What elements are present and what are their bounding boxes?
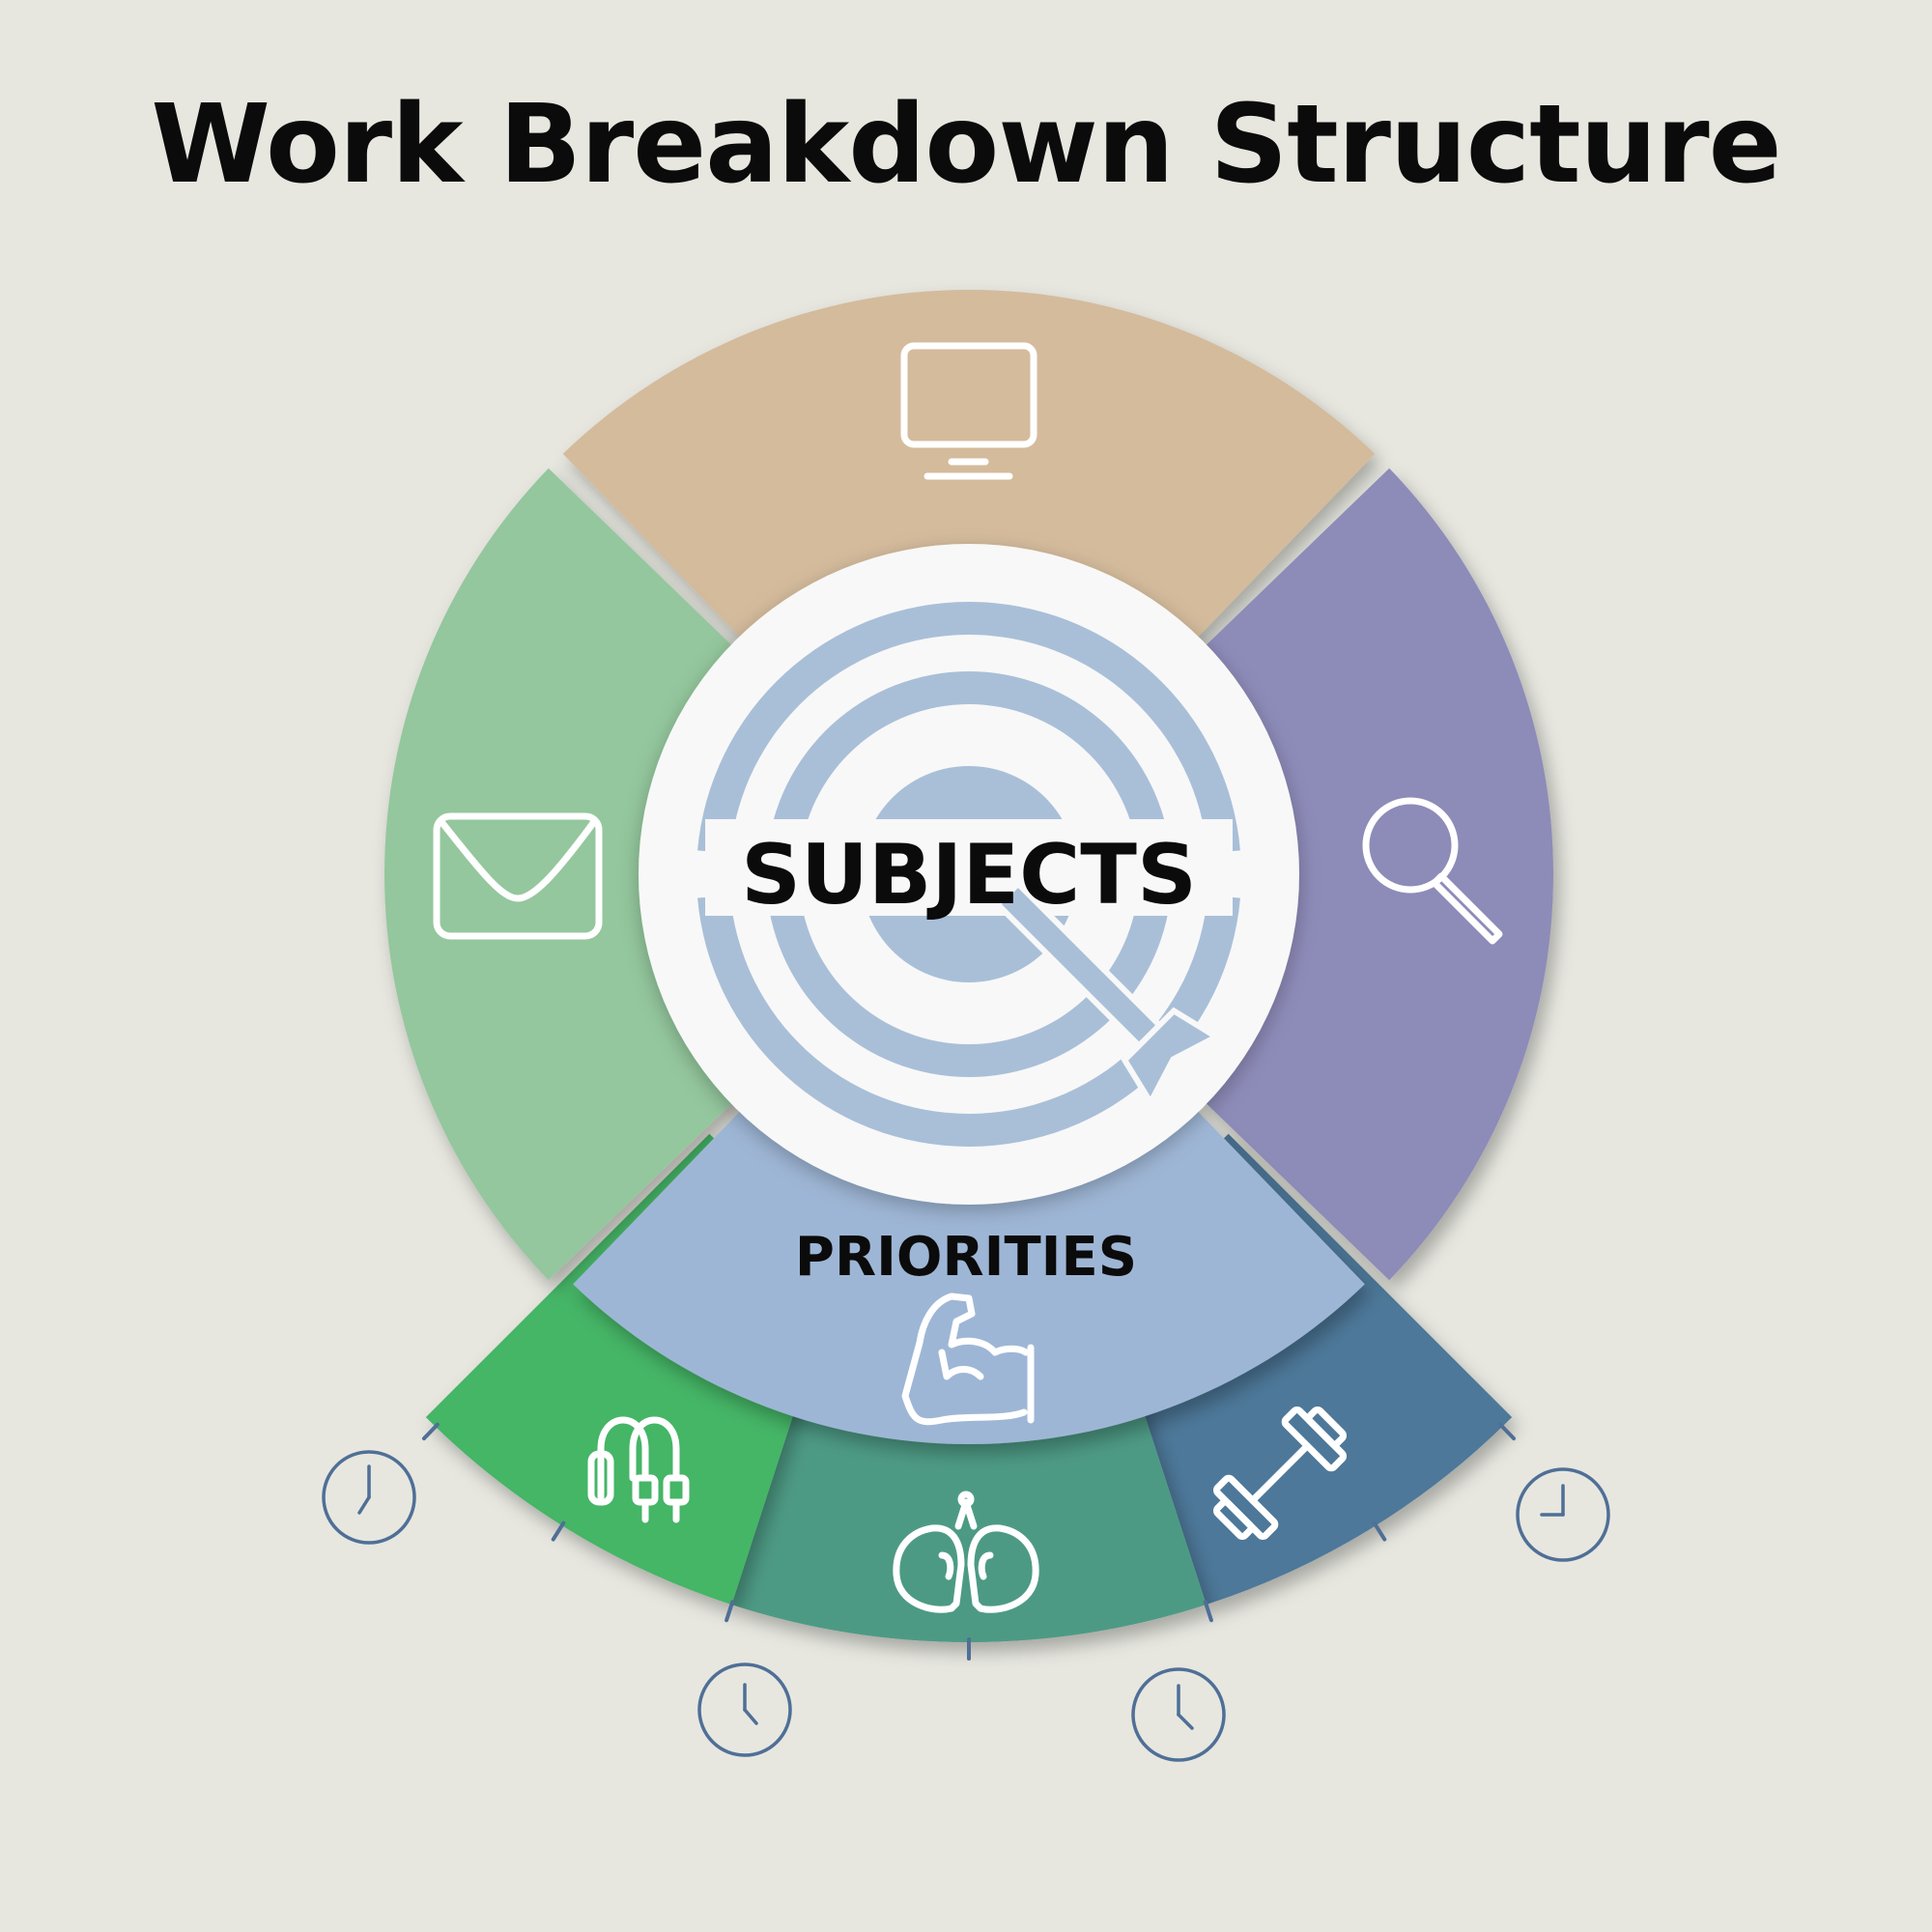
label-backdrop <box>705 819 1233 916</box>
segment-left <box>384 468 740 1281</box>
timeline-tick <box>1498 1422 1517 1441</box>
target-ring-lower <box>861 880 1077 983</box>
clock-icon <box>1131 1667 1226 1762</box>
flexed-bicep-icon <box>901 1293 1035 1426</box>
target-arrow-icon <box>697 601 1240 1147</box>
target-ring-upper <box>766 670 1172 860</box>
target-ring-upper <box>697 601 1240 854</box>
magnifier-icon <box>1362 797 1503 945</box>
monitor-icon <box>900 342 1037 480</box>
target-ring-upper <box>861 765 1077 868</box>
center-hub: SUBJECTS <box>639 544 1299 1205</box>
target-ring-lower <box>766 889 1172 1078</box>
segment-top <box>562 290 1376 645</box>
priorities-label: PRIORITIES <box>795 1226 1137 1289</box>
page-title: Work Breakdown Structure <box>151 82 1781 208</box>
clock-markers <box>322 1450 1610 1762</box>
envelope-icon <box>433 812 603 940</box>
timeline-tick <box>724 1600 735 1623</box>
boxing-gloves-icon <box>893 1491 1039 1613</box>
timeline-tick <box>1203 1600 1213 1623</box>
target-arrow <box>993 879 1223 1109</box>
clock-icon <box>697 1662 792 1757</box>
clock-icon <box>322 1450 416 1545</box>
target-ring-lower <box>697 895 1240 1147</box>
timeline-ticks <box>421 1422 1517 1661</box>
timeline-tick <box>551 1520 566 1542</box>
clock-icon <box>1516 1467 1610 1562</box>
jump-rope-icon <box>587 1416 690 1523</box>
segment-bottom <box>573 1103 1365 1444</box>
timeline-tick <box>421 1422 440 1441</box>
dumbbell-icon <box>1212 1406 1348 1541</box>
center-label: SUBJECTS <box>741 827 1197 923</box>
timeline-tick <box>1372 1520 1387 1542</box>
